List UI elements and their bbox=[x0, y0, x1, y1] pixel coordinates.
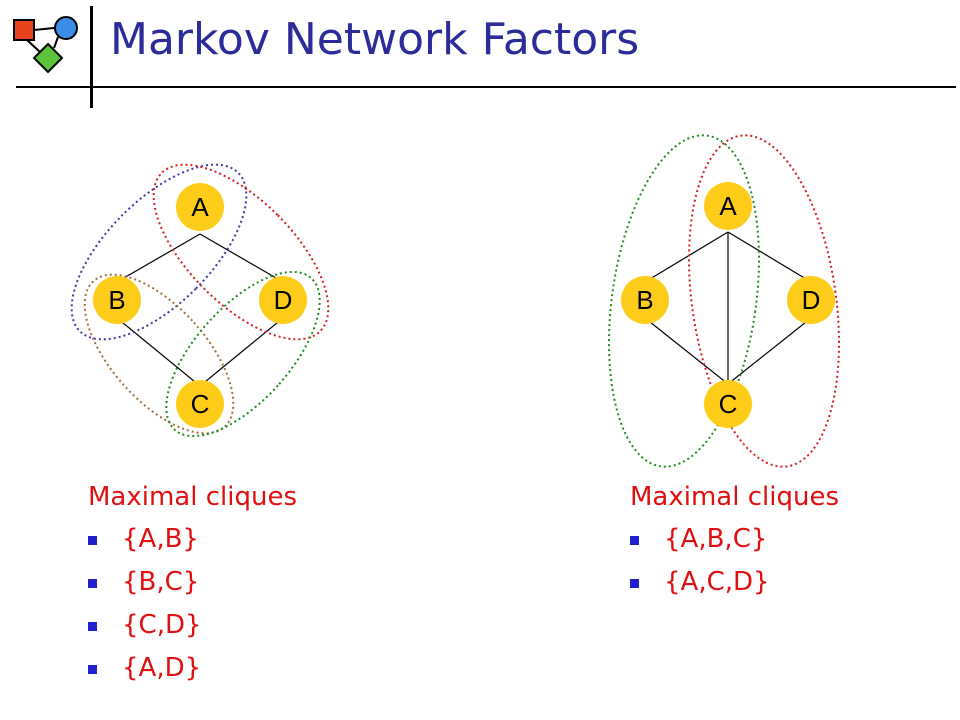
right-graph: A B D C bbox=[608, 134, 840, 468]
right-clique-abc-outline bbox=[608, 134, 760, 468]
title-rule-vertical bbox=[90, 6, 93, 108]
bullet-icon bbox=[88, 665, 97, 674]
list-item: {A,D} bbox=[88, 651, 408, 694]
bullet-icon bbox=[88, 579, 97, 588]
right-edge-b-c bbox=[644, 317, 729, 385]
list-item: {B,C} bbox=[88, 565, 408, 608]
left-edge-a-d bbox=[199, 233, 284, 283]
left-node-d: D bbox=[259, 276, 307, 324]
svg-text:D: D bbox=[274, 285, 293, 315]
left-clique-ad-outline bbox=[152, 163, 330, 341]
clique-label: {A,B} bbox=[122, 524, 199, 554]
right-node-b: B bbox=[621, 276, 669, 324]
clique-label: {A,C,D} bbox=[664, 567, 770, 597]
right-edge-a-d bbox=[727, 231, 812, 283]
bullet-icon bbox=[630, 536, 639, 545]
bullet-icon bbox=[630, 579, 639, 588]
left-clique-bc-outline bbox=[83, 273, 235, 435]
left-node-b: B bbox=[93, 276, 141, 324]
svg-text:D: D bbox=[802, 285, 821, 315]
right-node-c: C bbox=[704, 380, 752, 428]
left-clique-ab-outline bbox=[70, 163, 248, 341]
course-logo-icon bbox=[13, 16, 78, 74]
right-cliques-panel: Maximal cliques {A,B,C} {A,C,D} bbox=[630, 480, 950, 608]
slide-title: Markov Network Factors bbox=[110, 14, 640, 65]
left-node-c: C bbox=[176, 380, 224, 428]
right-edge-a-b bbox=[644, 231, 729, 283]
title-rule-horizontal bbox=[16, 86, 956, 88]
list-item: {C,D} bbox=[88, 608, 408, 651]
left-graph: A B D C bbox=[70, 163, 330, 438]
right-cliques-heading: Maximal cliques bbox=[630, 482, 839, 512]
left-edge-b-c bbox=[116, 317, 201, 387]
left-edge-d-c bbox=[199, 317, 284, 387]
right-clique-acd-outline bbox=[688, 134, 840, 468]
bullet-icon bbox=[88, 622, 97, 631]
svg-text:B: B bbox=[108, 285, 125, 315]
left-clique-cd-outline bbox=[165, 270, 321, 438]
left-node-a: A bbox=[176, 183, 224, 231]
svg-text:B: B bbox=[636, 285, 653, 315]
list-item: {A,B} bbox=[88, 522, 408, 565]
svg-text:A: A bbox=[191, 192, 209, 222]
right-node-a: A bbox=[704, 182, 752, 230]
list-item: {A,C,D} bbox=[630, 565, 950, 608]
clique-label: {A,D} bbox=[122, 653, 202, 683]
right-node-d: D bbox=[787, 276, 835, 324]
right-edge-d-c bbox=[727, 317, 812, 385]
left-clique-list: {A,B} {B,C} {C,D} {A,D} bbox=[88, 522, 408, 694]
left-edge-a-b bbox=[116, 233, 201, 283]
svg-text:C: C bbox=[719, 389, 738, 419]
bullet-icon bbox=[88, 536, 97, 545]
left-cliques-heading: Maximal cliques bbox=[88, 482, 297, 512]
clique-label: {A,B,C} bbox=[664, 524, 768, 554]
clique-label: {C,D} bbox=[122, 610, 202, 640]
svg-text:C: C bbox=[191, 389, 210, 419]
clique-label: {B,C} bbox=[122, 567, 200, 597]
list-item: {A,B,C} bbox=[630, 522, 950, 565]
svg-text:A: A bbox=[719, 191, 737, 221]
right-clique-list: {A,B,C} {A,C,D} bbox=[630, 522, 950, 608]
left-cliques-panel: Maximal cliques {A,B} {B,C} {C,D} {A,D} bbox=[88, 480, 408, 694]
